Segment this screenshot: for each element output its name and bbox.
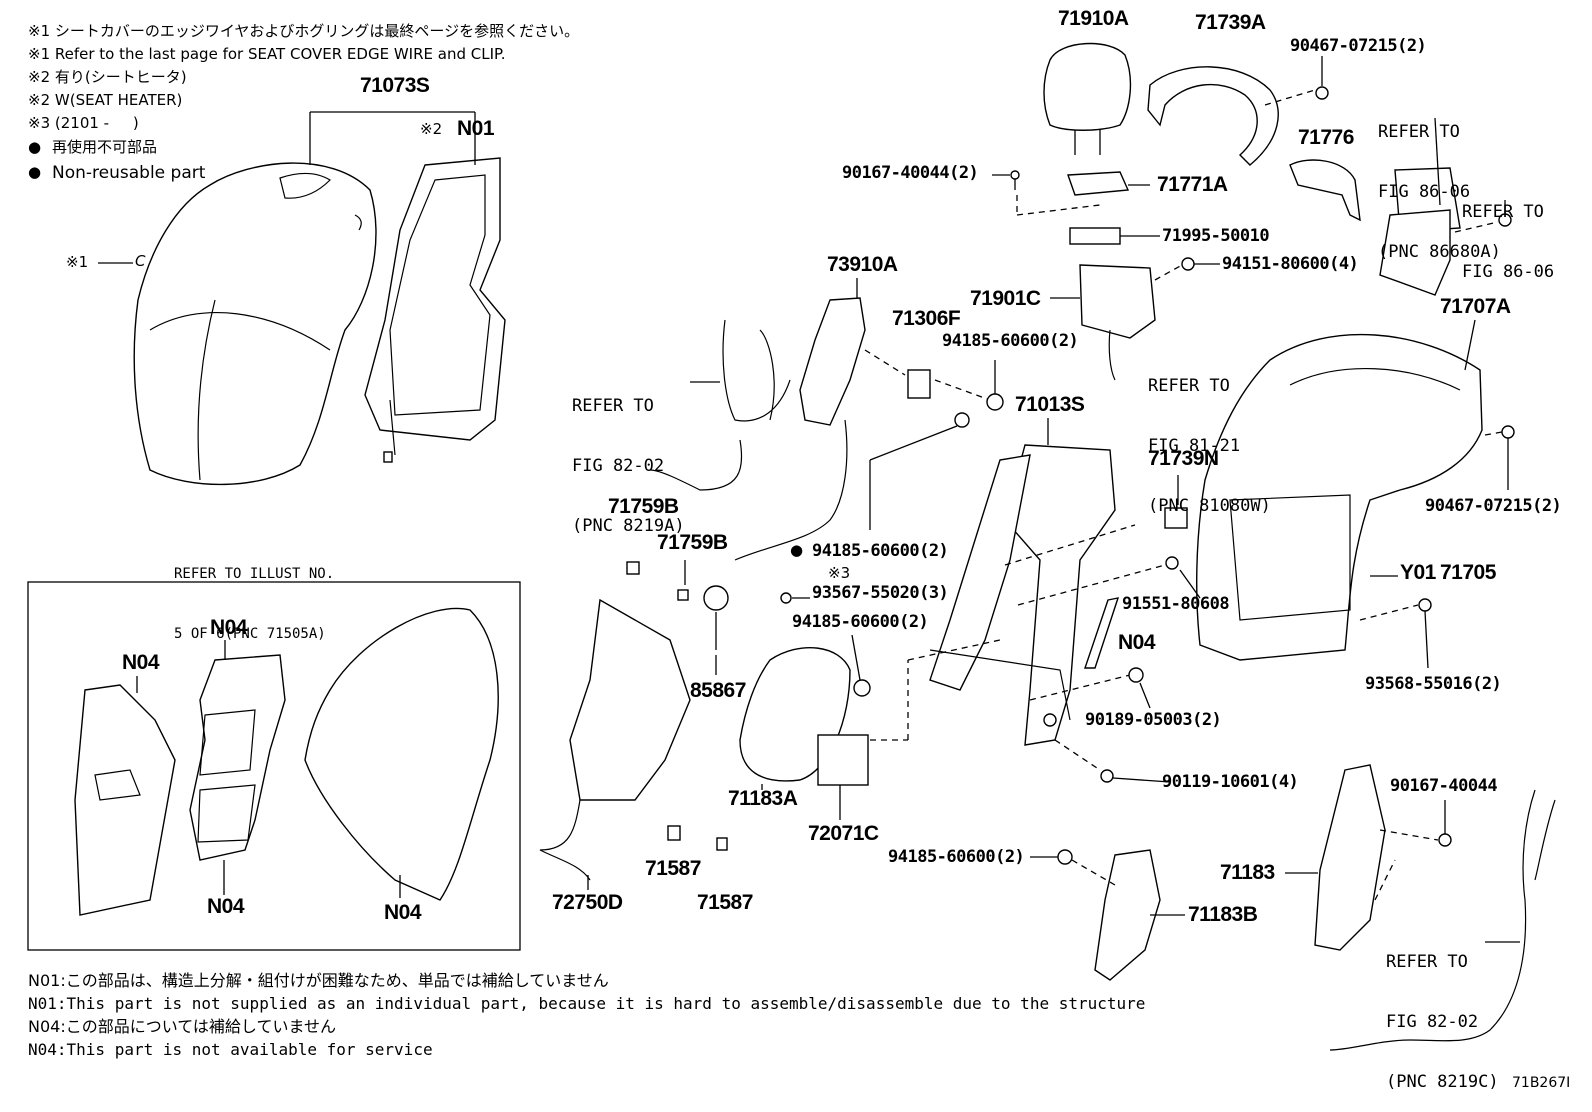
seatback-board-drawing [1196,333,1483,661]
part-label-71587-b: 71587 [697,891,753,914]
refer-line: FIG 86-06 [1378,182,1471,202]
seat-heater-drawing [364,157,506,463]
refer-line: REFER TO [1148,376,1230,396]
part-label-73910A: 73910A [827,253,898,276]
part-label-90167-40044-2: 90167-40044(2) [842,163,979,183]
part-label-71306F: 71306F [892,307,961,330]
refer-note-fig-86-06-a: REFER TO FIG 86-06 (PNC 86680A) [1378,82,1501,282]
refer-line: FIG 86-06 [1462,262,1555,282]
refer-line: 5 OF 6(PNC 71505A) [174,626,326,642]
refer-note-fig-86-06-b: REFER TO FIG 86-06 [1462,162,1554,302]
frame-trim-drawing [1147,66,1279,166]
footnote-n01-jp: N01:この部品は、構造上分解・組付けが困難なため、単品では補給していません [28,971,609,990]
part-label-71776: 71776 [1298,126,1354,149]
refer-line: (PNC 8219C) [1386,1072,1499,1092]
refer-note-fig-82-02-a: REFER TO FIG 82-02 (PNC 8219A) [572,356,685,556]
refer-line: REFER TO [1386,952,1468,972]
part-label-71739N: 71739N [1148,447,1219,470]
refer-line: FIG 81-21 [1148,436,1241,456]
header-note-3: ※3 (2101 - ) [28,114,139,132]
refer-note-fig-82-02-c: REFER TO FIG 82-02 (PNC 8219C) [1386,912,1499,1112]
part-label-71901C: 71901C [970,287,1041,310]
refer-line: REFER TO [572,396,654,416]
part-label-71771A: 71771A [1157,173,1228,196]
refer-line: REFER TO [1462,202,1544,222]
seat-cover-drawing [133,162,377,486]
refer-line: FIG 82-02 [1386,1012,1479,1032]
inset-box [27,581,521,951]
refer-line: (PNC 8219A) [572,516,685,536]
part-label-N04-mid: N04 [1118,631,1156,654]
refer-line: REFER TO ILLUST NO. [174,566,335,582]
part-label-71705: 71705 [1440,561,1496,584]
part-label-93568-55016: 93568-55016(2) [1365,674,1502,694]
part-label-71759B-a: 71759B [608,495,679,518]
part-label-71183B: 71183B [1188,903,1258,926]
part-label-93567-55020: 93567-55020(3) [812,583,949,603]
part-label-71995-50010: 71995-50010 [1162,226,1270,246]
part-label-71707A: 71707A [1440,295,1511,318]
refer-note-illust: REFER TO ILLUST NO. 5 OF 6(PNC 71505A) [174,524,334,664]
bullet-icon: ● [28,138,42,156]
bullet-icon: ● [28,163,42,181]
note-mark-3: ※3 [828,564,851,582]
headrest-drawing [1043,42,1132,155]
part-label-71073S: 71073S [360,74,430,97]
part-label-72750D: 72750D [552,891,623,914]
header-note-1-en: ※1 Refer to the last page for SEAT COVER… [28,45,506,63]
legend-nonreusable-en: Non-reusable part [52,163,206,183]
part-label-71013S: 71013S [1015,393,1085,416]
part-label-90167-40044: 90167-40044 [1390,776,1498,796]
part-label-71587-a: 71587 [645,857,701,880]
part-label-85867: 85867 [690,679,746,702]
footnote-n01-en: N01:This part is not supplied as an indi… [28,994,1146,1013]
diagram-code: 71B267I [1512,1075,1571,1091]
header-note-2-jp: ※2 有り(シートヒータ) [28,68,187,86]
part-label-94185-60600-2b: 94185-60600(2) [812,541,949,561]
part-label-90119-10601: 90119-10601(4) [1162,772,1299,792]
inset-part-label-N04-d: N04 [384,901,422,924]
note-mark-1: ※1 [66,253,89,271]
footnote-n04-jp: N04:この部品については補給していません [28,1017,336,1036]
header-note-1-jp: ※1 シートカバーのエッジワイヤおよびホグリングは最終ページを参照ください。 [28,22,580,40]
part-label-72071C: 72071C [808,822,879,845]
part-label-71183A: 71183A [728,787,798,810]
part-label-91551-80608: 91551-80608 [1122,594,1230,614]
part-label-71759B-b: 71759B [657,531,728,554]
header-note-2-en: ※2 W(SEAT HEATER) [28,91,183,109]
part-label-94185-60600-2c: 94185-60600(2) [792,612,929,632]
part-label-94185-60600-2d: 94185-60600(2) [888,847,1025,867]
legend-nonreusable-jp: 再使用不可部品 [52,138,158,156]
note-mark-2: ※2 [420,120,443,138]
clip-mark-c: C [135,252,146,270]
refer-note-fig-81-21: REFER TO FIG 81-21 (PNC 81080W) [1148,336,1271,536]
seat-frame-drawing [929,418,1116,746]
part-label-90467-07215-top: 90467-07215(2) [1290,36,1427,56]
part-label-71910A: 71910A [1058,7,1129,30]
part-label-94151-80600: 94151-80600(4) [1222,254,1359,274]
part-label-71183: 71183 [1220,861,1275,884]
part-label-N01: N01 [457,117,495,140]
part-label-94185-60600-2a: 94185-60600(2) [942,331,1079,351]
inset-part-label-N04-c: N04 [207,895,245,918]
footnote-n04-en: N04:This part is not available for servi… [28,1040,433,1059]
refer-line: (PNC 86680A) [1378,242,1501,262]
inset-part-label-N04-a: N04 [122,651,160,674]
part-label-90189-05003: 90189-05003(2) [1085,710,1222,730]
inset-part-label-N04-b: N04 [210,616,248,639]
refer-line: FIG 82-02 [572,456,665,476]
part-label-90467-07215-right: 90467-07215(2) [1425,496,1562,516]
nonreusable-bullet-icon: ● [790,541,804,559]
part-label-Y01: Y01 [1400,561,1436,584]
refer-line: REFER TO [1378,122,1460,142]
refer-line: (PNC 81080W) [1148,496,1271,516]
part-label-71739A: 71739A [1195,11,1266,34]
